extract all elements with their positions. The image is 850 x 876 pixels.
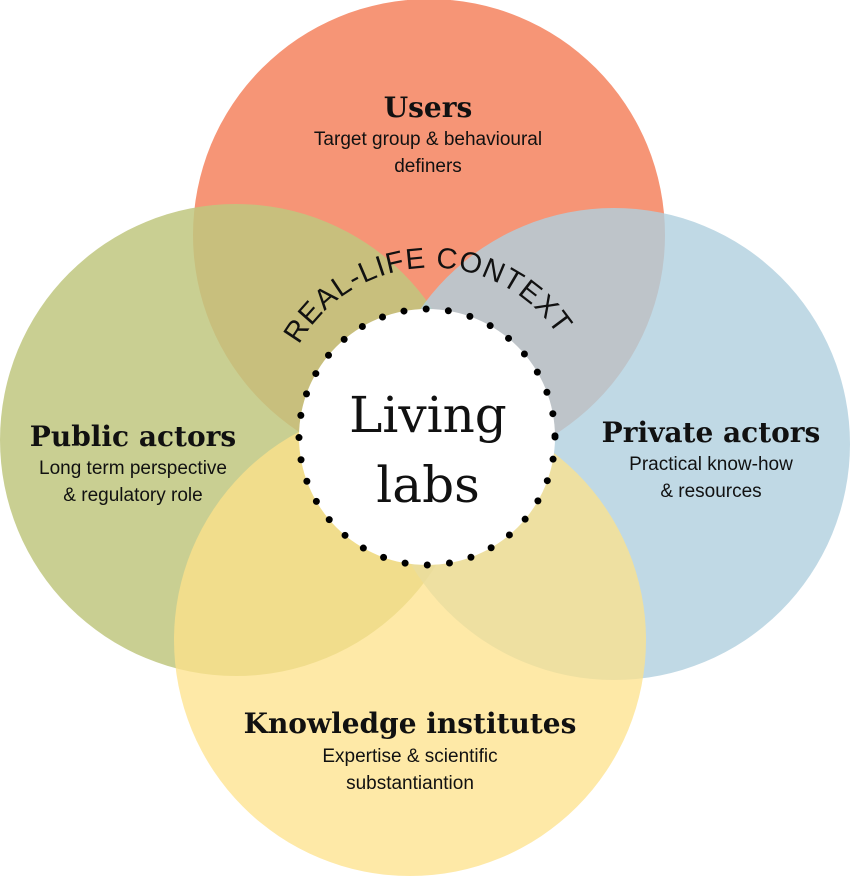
living-labs-line1: Living	[349, 386, 507, 444]
private-actors-desc-2: & resources	[660, 481, 761, 502]
circle-knowledge-institutes	[174, 404, 646, 876]
knowledge-institutes-title: Knowledge institutes	[244, 707, 577, 740]
private-actors-title: Private actors	[602, 416, 821, 449]
knowledge-institutes-desc-1: Expertise & scientific	[322, 746, 497, 767]
public-actors-title: Public actors	[30, 420, 236, 453]
living-labs-circle	[295, 305, 559, 569]
users-desc-2: definers	[394, 156, 462, 177]
living-labs-line2: labs	[376, 456, 479, 514]
public-actors-desc-2: & regulatory role	[63, 485, 202, 506]
private-actors-desc-1: Practical know-how	[629, 454, 793, 475]
knowledge-institutes-desc-2: substantiantion	[346, 773, 474, 794]
public-actors-desc-1: Long term perspective	[39, 458, 227, 479]
users-desc-1: Target group & behavioural	[314, 129, 542, 150]
users-title: Users	[384, 91, 473, 124]
